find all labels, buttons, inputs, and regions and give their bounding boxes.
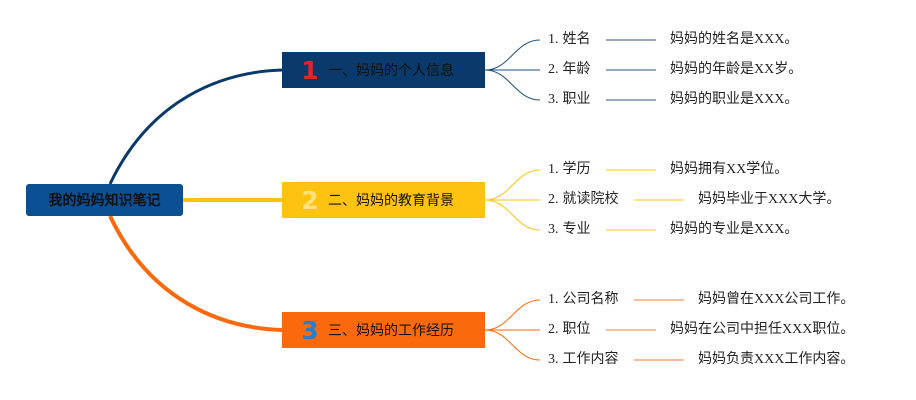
branch-3-leaf-3[interactable]: 3.工作内容	[548, 351, 619, 369]
branch-2-detail-3[interactable]: 妈妈的专业是XXX。	[670, 222, 799, 237]
branch-1-leaf-1-line	[484, 39, 541, 71]
root-topic[interactable]: 我的妈妈知识笔记	[26, 184, 183, 216]
branch-2-leaf-1[interactable]: 1.学历	[548, 161, 591, 179]
root-topic-label: 我的妈妈知识笔记	[48, 193, 161, 209]
leaf-label: 学历	[562, 162, 591, 177]
root-to-branch-1-line	[108, 68, 283, 185]
leaf-label: 职位	[562, 322, 591, 337]
leaf-index: 3.	[548, 222, 559, 237]
branch-1-label: 一、妈妈的个人信息	[328, 63, 454, 79]
leaf-label: 专业	[562, 222, 591, 237]
leaf-index: 1.	[548, 292, 559, 307]
leaf-label: 就读院校	[562, 192, 619, 207]
branch-2-leaf-2[interactable]: 2.就读院校	[548, 191, 619, 209]
branch-3-detail-2[interactable]: 妈妈在公司中担任XXX职位。	[670, 322, 855, 337]
leaf-index: 3.	[548, 352, 559, 367]
branch-3-label: 三、妈妈的工作经历	[328, 323, 454, 339]
leaf-index: 1.	[548, 32, 559, 47]
branch-1-leaf-2[interactable]: 2.年龄	[548, 61, 591, 79]
leaf-label: 年龄	[562, 62, 591, 77]
branch-1-topic[interactable]: 1 一、妈妈的个人信息	[282, 52, 485, 88]
branch-3-number-icon: 3	[301, 315, 319, 345]
branch-1-detail-2[interactable]: 妈妈的年龄是XX岁。	[670, 62, 803, 77]
branch-2-leaf-1-line	[484, 169, 541, 201]
branch-1-number-icon: 1	[301, 55, 319, 85]
root-to-branch-3-line	[108, 215, 283, 332]
leaf-label: 公司名称	[562, 292, 619, 307]
branch-3-detail-1[interactable]: 妈妈曾在XXX公司工作。	[698, 292, 855, 307]
leaf-index: 1.	[548, 162, 559, 177]
branch-2-leaf-3-line	[484, 199, 541, 231]
leaf-index: 2.	[548, 62, 559, 77]
branch-3-detail-3[interactable]: 妈妈负责XXX工作内容。	[698, 352, 855, 367]
branch-2-number-icon: 2	[301, 185, 319, 215]
leaf-index: 2.	[548, 322, 559, 337]
branch-3-leaf-3-line	[484, 329, 541, 361]
branch-2-leaf-3[interactable]: 3.专业	[548, 221, 591, 239]
branch-2-detail-2[interactable]: 妈妈毕业于XXX大学。	[698, 192, 841, 207]
leaf-label: 职业	[562, 92, 591, 107]
branch-2-topic[interactable]: 2 二、妈妈的教育背景	[282, 182, 485, 218]
branch-1-detail-1[interactable]: 妈妈的姓名是XXX。	[670, 32, 799, 47]
branch-1-leaf-1[interactable]: 1.姓名	[548, 31, 591, 49]
branch-3-leaf-1[interactable]: 1.公司名称	[548, 291, 619, 309]
branch-3-leaf-2[interactable]: 2.职位	[548, 321, 591, 339]
leaf-label: 工作内容	[562, 352, 619, 367]
leaf-index: 3.	[548, 92, 559, 107]
branch-3-topic[interactable]: 3 三、妈妈的工作经历	[282, 312, 485, 348]
branch-1-leaf-3-line	[484, 69, 541, 101]
branch-1-detail-3[interactable]: 妈妈的职业是XXX。	[670, 92, 799, 107]
leaf-label: 姓名	[562, 32, 591, 47]
branch-1-leaf-3[interactable]: 3.职业	[548, 91, 591, 109]
branch-2-detail-1[interactable]: 妈妈拥有XX学位。	[670, 162, 789, 177]
branch-3-leaf-1-line	[484, 299, 541, 331]
leaf-index: 2.	[548, 192, 559, 207]
branch-2-label: 二、妈妈的教育背景	[328, 193, 454, 209]
